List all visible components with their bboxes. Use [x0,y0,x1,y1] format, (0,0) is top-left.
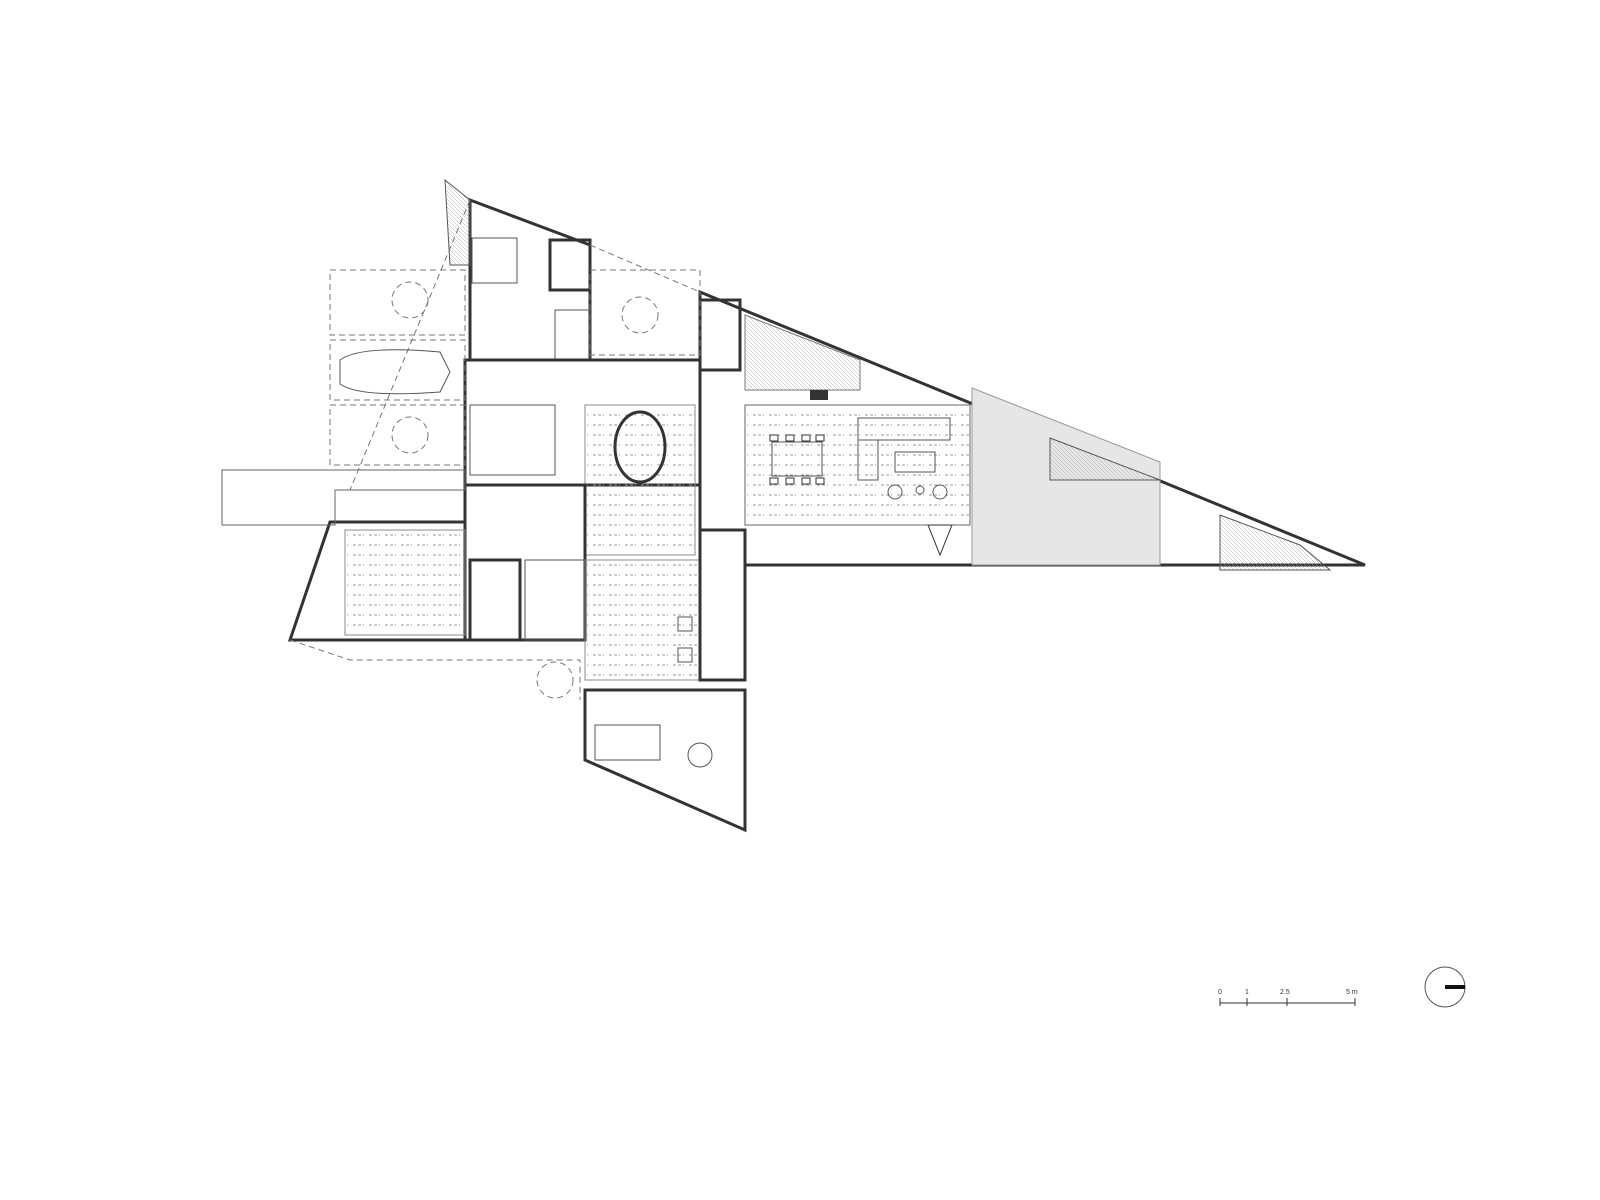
stair [524,559,586,641]
scale-label-0: 0 [1218,989,1222,996]
lounge [584,559,701,681]
round-dining-table [613,410,667,484]
south-wing [583,688,747,833]
east-wing [698,289,1366,571]
dining-table [769,434,825,485]
sofa-set [857,417,951,500]
scale-bar: 0 1 2.5 5 m [1218,989,1358,1006]
round-table [687,742,713,768]
car [339,349,451,395]
north-wing [444,178,592,362]
bathroom-east [698,298,742,372]
bedroom-west [344,529,466,636]
bed-north [471,237,518,284]
planting [1219,514,1332,571]
bathroom-central [468,558,522,642]
central-core [463,358,747,682]
scale-label-1: 1 [1245,989,1249,996]
north-arrow-icon [1424,966,1466,1008]
scale-label-5: 5 m [1346,989,1358,996]
scale-label-2-5: 2.5 [1280,989,1290,996]
bathroom-north [548,238,592,292]
carport [289,199,701,700]
kitchen [469,404,556,476]
spiral-stair [554,309,591,361]
west-wing [221,469,467,642]
